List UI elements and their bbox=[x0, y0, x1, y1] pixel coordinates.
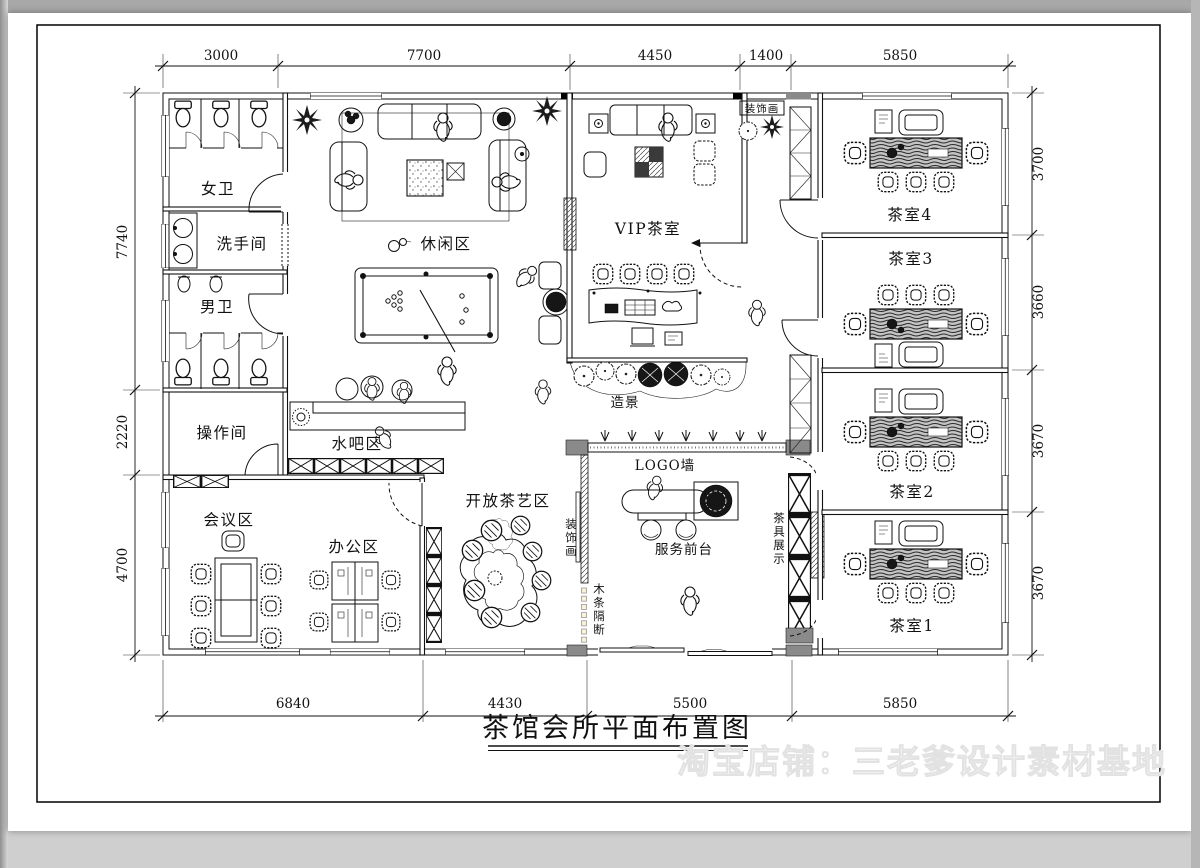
tea-room-3-furniture bbox=[844, 285, 987, 367]
door-tea-room-3[interactable] bbox=[781, 319, 819, 357]
sliding-door-leaf[interactable] bbox=[599, 647, 685, 653]
dimension-left: 7740 2220 4700 bbox=[115, 86, 160, 662]
office-furniture bbox=[309, 561, 401, 643]
cabinet-rows bbox=[173, 458, 444, 643]
dim-label: 3670 bbox=[1031, 424, 1047, 458]
dim-label: 5850 bbox=[883, 696, 917, 712]
dim-label: 6840 bbox=[276, 696, 310, 712]
label-office-area: 办公区 bbox=[328, 538, 379, 556]
main-entrance bbox=[566, 644, 813, 657]
label-tea-room-4: 茶室4 bbox=[887, 206, 932, 224]
label-water-bar: 水吧区 bbox=[331, 435, 382, 453]
dim-label: 3000 bbox=[204, 48, 238, 64]
label-wood-partition: 木条隔断 bbox=[592, 583, 606, 637]
room-labels: 女卫 洗手间 男卫 操作间 会议区 办公区 休闲区 水吧区 开放茶艺区 VIP茶… bbox=[196, 102, 934, 637]
dimension-right: 3700 3660 3670 3670 bbox=[1012, 86, 1047, 662]
door-arc[interactable] bbox=[789, 607, 821, 637]
dim-label: 4450 bbox=[638, 48, 672, 64]
label-landscape: 造景 bbox=[611, 395, 640, 411]
logo-wall bbox=[565, 430, 811, 456]
label-leisure-area: 休闲区 bbox=[420, 235, 471, 253]
label-tea-room-1: 茶室1 bbox=[889, 617, 934, 635]
tea-room-4-furniture bbox=[844, 110, 987, 192]
door-operation-room[interactable] bbox=[244, 443, 279, 476]
dim-label: 2220 bbox=[115, 415, 131, 449]
water-bar-furniture bbox=[289, 375, 466, 431]
reception-desk bbox=[621, 481, 739, 541]
washroom-fixtures bbox=[168, 212, 198, 269]
door-vip[interactable] bbox=[699, 242, 743, 288]
toilet-block-walls bbox=[162, 92, 425, 481]
title-block: 茶馆会所平面布置图 bbox=[482, 713, 752, 751]
dim-label: 7700 bbox=[407, 48, 441, 64]
tv bbox=[631, 327, 654, 345]
label-vip-tea-room: VIP茶室 bbox=[614, 220, 681, 238]
label-washroom: 洗手间 bbox=[216, 235, 267, 253]
vip-furniture bbox=[583, 104, 716, 347]
mens-toilet-fixtures bbox=[169, 275, 283, 389]
door-arc[interactable] bbox=[789, 456, 821, 487]
label-tea-room-3: 茶室3 bbox=[888, 250, 933, 268]
meeting-area-furniture bbox=[190, 530, 282, 649]
small-figure bbox=[388, 238, 412, 252]
watermark: 淘宝店铺：三老爹设计素材基地 bbox=[677, 742, 1167, 781]
office-wall bbox=[388, 477, 426, 656]
wood-strip-dots bbox=[581, 587, 587, 643]
door-womens[interactable] bbox=[248, 173, 284, 213]
dim-label: 3700 bbox=[1031, 147, 1047, 181]
door-tea-room-4[interactable] bbox=[779, 199, 819, 239]
scrollbar-track[interactable] bbox=[1191, 0, 1200, 868]
dim-label: 7740 bbox=[115, 225, 131, 259]
grass-sprigs bbox=[600, 430, 767, 442]
label-open-tea-art: 开放茶艺区 bbox=[465, 492, 550, 510]
landscape-strip bbox=[566, 357, 748, 399]
dim-label: 4700 bbox=[115, 548, 131, 582]
tea-room-2-furniture bbox=[844, 389, 987, 471]
opening-washroom bbox=[281, 224, 289, 266]
label-tea-set-display: 茶具展示 bbox=[772, 512, 786, 566]
womens-toilet-fixtures bbox=[169, 99, 283, 149]
label-womens-toilet: 女卫 bbox=[201, 179, 235, 198]
dimension-top: 3000 7700 4450 1400 5850 bbox=[155, 48, 1016, 90]
drawing-border bbox=[36, 24, 1161, 803]
door-office[interactable] bbox=[388, 482, 423, 527]
page-left-edge bbox=[0, 0, 8, 868]
leisure-furniture bbox=[292, 96, 570, 353]
window-top-band bbox=[0, 0, 1200, 13]
vip-walls bbox=[563, 92, 748, 364]
tea-counter bbox=[588, 287, 702, 326]
dimension-bottom: 6840 4430 5500 5850 bbox=[155, 660, 1016, 722]
dim-label: 5500 bbox=[673, 696, 707, 712]
label-mens-toilet: 男卫 bbox=[200, 298, 234, 316]
dim-label: 3660 bbox=[1031, 285, 1047, 319]
dim-label: 3670 bbox=[1031, 566, 1047, 600]
label-meeting-area: 会议区 bbox=[203, 511, 254, 529]
decorative-painting-frame bbox=[575, 491, 581, 563]
label-decorative-painting-side: 装饰画 bbox=[564, 518, 578, 559]
label-decorative-painting-top: 装饰画 bbox=[745, 102, 780, 115]
dim-label: 5850 bbox=[883, 48, 917, 64]
tea-room-walls bbox=[779, 92, 1009, 656]
tea-room-1-furniture bbox=[844, 521, 987, 603]
label-logo-wall: LOGO墙 bbox=[635, 458, 695, 474]
door-mens[interactable] bbox=[248, 293, 284, 335]
decorative-painting-box bbox=[739, 100, 785, 116]
tea-art-area bbox=[459, 515, 552, 629]
partition-strip bbox=[575, 454, 589, 643]
side-seating bbox=[538, 261, 570, 345]
wall-planter bbox=[563, 197, 577, 251]
dark-bush bbox=[637, 361, 689, 388]
label-operation-room: 操作间 bbox=[196, 424, 247, 442]
billiard-table bbox=[354, 267, 499, 353]
sliding-door-leaf[interactable] bbox=[687, 651, 773, 656]
drawing-sheet bbox=[8, 13, 1191, 831]
people-figures bbox=[334, 112, 766, 616]
drawing-title: 茶馆会所平面布置图 bbox=[482, 713, 752, 744]
weave-rug bbox=[634, 146, 664, 178]
label-tea-room-2: 茶室2 bbox=[889, 483, 934, 501]
label-reception: 服务前台 bbox=[655, 541, 713, 558]
dim-label: 1400 bbox=[749, 48, 783, 64]
dim-label: 4430 bbox=[488, 696, 522, 712]
